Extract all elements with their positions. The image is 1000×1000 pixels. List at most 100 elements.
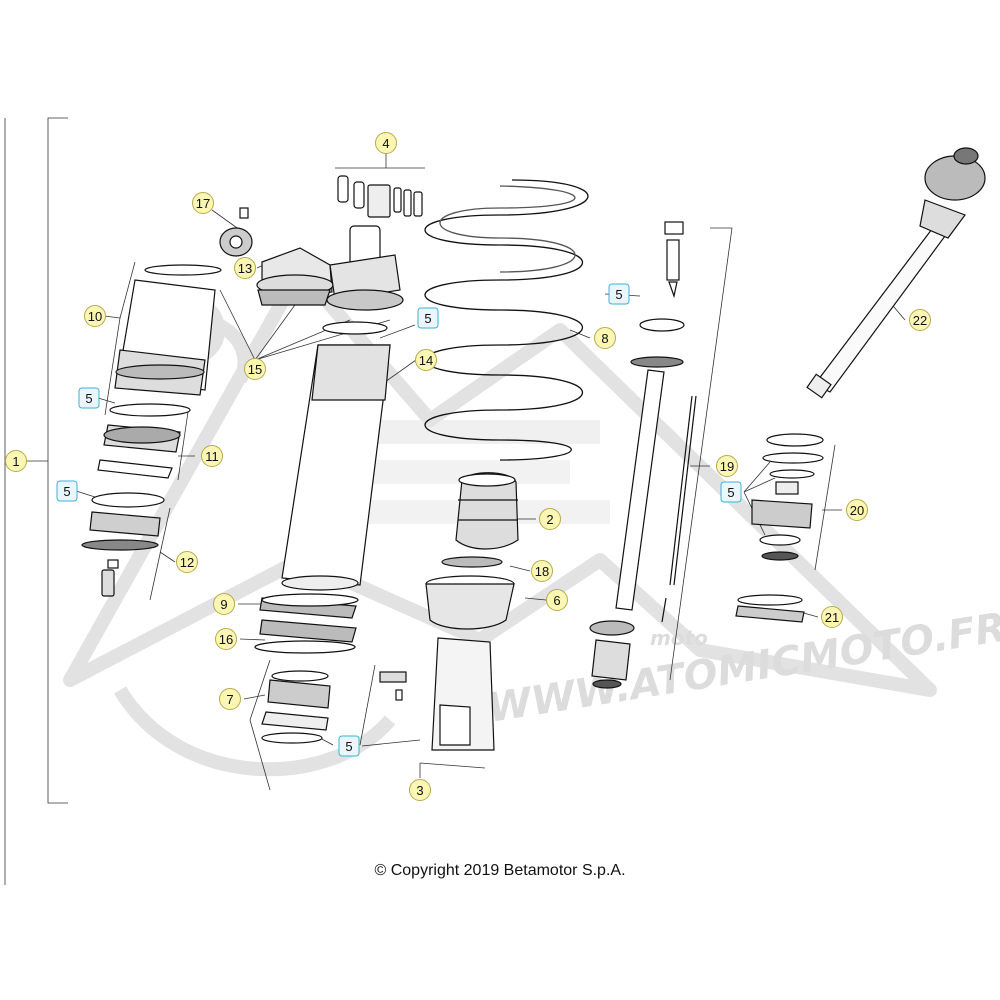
watermark-url: WWW.ATOMICMOTO.FR — [484, 604, 1000, 731]
callout-number: 5 — [615, 287, 622, 302]
callout-badge — [176, 551, 198, 573]
callout-8: 8 — [594, 327, 616, 349]
callout-5: 5 — [720, 481, 742, 503]
part-20-valve-stack — [751, 433, 824, 561]
copyright-text: © Copyright 2019 Betamotor S.p.A. — [374, 862, 626, 879]
callout-number: 5 — [85, 391, 92, 406]
watermark-moto: moto — [650, 626, 708, 650]
callout-number: 14 — [419, 353, 433, 368]
callout-6: 6 — [546, 589, 568, 611]
part-2-bump-stop — [455, 472, 519, 550]
callout-badge — [608, 283, 630, 305]
callout-number: 9 — [220, 597, 227, 612]
callout-number: 19 — [720, 459, 734, 474]
callout-7: 7 — [219, 688, 241, 710]
callout-17: 17 — [192, 192, 214, 214]
callout-number: 17 — [196, 196, 210, 211]
callout-22: 22 — [909, 309, 931, 331]
callout-badge — [213, 593, 235, 615]
callout-number: 2 — [546, 512, 553, 527]
callout-3: 3 — [409, 779, 431, 801]
callout-4: 4 — [375, 132, 397, 154]
callout-1: 1 — [5, 450, 27, 472]
callout-number: 7 — [226, 692, 233, 707]
callout-badge — [546, 589, 568, 611]
part-14-body — [281, 321, 391, 591]
part-12-cap — [81, 492, 165, 597]
callout-badge — [201, 445, 223, 467]
callout-number: 11 — [205, 449, 219, 464]
callout-number: 3 — [416, 783, 423, 798]
callout-5: 5 — [608, 283, 630, 305]
part-9-adjuster-rings — [259, 593, 359, 643]
callout-2: 2 — [539, 508, 561, 530]
callout-number: 1 — [12, 454, 19, 469]
callout-number: 6 — [553, 593, 560, 608]
callout-badge — [234, 257, 256, 279]
callout-5: 5 — [78, 387, 100, 409]
callout-badge — [56, 480, 78, 502]
callout-number: 10 — [88, 309, 102, 324]
callout-badge — [539, 508, 561, 530]
part-11-piston-group — [97, 403, 191, 479]
callout-badge — [821, 606, 843, 628]
callout-number: 5 — [727, 485, 734, 500]
part-22-shaft — [806, 147, 986, 399]
callout-badge — [244, 358, 266, 380]
callout-number: 15 — [248, 362, 262, 377]
callout-12: 12 — [176, 551, 198, 573]
callout-badge — [531, 560, 553, 582]
callout-13: 13 — [234, 257, 256, 279]
part-8-spring — [424, 179, 589, 461]
callout-10: 10 — [84, 305, 106, 327]
callout-number: 4 — [382, 136, 389, 151]
callout-11: 11 — [201, 445, 223, 467]
callout-badge — [415, 349, 437, 371]
callout-9: 9 — [213, 593, 235, 615]
callout-badge — [909, 309, 931, 331]
part-7-lower-seal — [261, 670, 331, 744]
callout-5: 5 — [338, 735, 360, 757]
callout-16: 16 — [215, 628, 237, 650]
callout-5: 5 — [417, 307, 439, 329]
callout-number: 8 — [601, 331, 608, 346]
callout-number: 13 — [238, 261, 252, 276]
callout-number: 5 — [424, 311, 431, 326]
part-18-washer — [441, 556, 503, 568]
callout-number: 12 — [180, 555, 194, 570]
callout-badge — [375, 132, 397, 154]
callout-badge — [78, 387, 100, 409]
part-19-needle — [661, 395, 697, 623]
callout-badge — [192, 192, 214, 214]
callout-badge — [417, 307, 439, 329]
callout-badge — [409, 779, 431, 801]
callout-badge — [846, 499, 868, 521]
part-4-pins — [337, 175, 423, 218]
callout-15: 15 — [244, 358, 266, 380]
callout-21: 21 — [821, 606, 843, 628]
callout-number: 22 — [913, 313, 927, 328]
callout-14: 14 — [415, 349, 437, 371]
callout-badge — [720, 481, 742, 503]
callout-badge — [594, 327, 616, 349]
part-16-oring — [254, 640, 356, 654]
callout-number: 20 — [850, 503, 864, 518]
part-6-spring-seat — [425, 575, 515, 630]
callout-19: 19 — [716, 455, 738, 477]
callout-number: 18 — [535, 564, 549, 579]
part-10-reservoir — [114, 264, 222, 396]
part-17-nut — [219, 207, 253, 257]
part-13-reservoir-head — [256, 225, 404, 311]
callout-badge — [5, 450, 27, 472]
callout-20: 20 — [846, 499, 868, 521]
callout-badge — [219, 688, 241, 710]
callout-18: 18 — [531, 560, 553, 582]
callout-badge — [215, 628, 237, 650]
callout-number: 16 — [219, 632, 233, 647]
callout-number: 5 — [345, 739, 352, 754]
callout-number: 5 — [63, 484, 70, 499]
part-21-ring — [735, 594, 805, 623]
callout-badge — [84, 305, 106, 327]
